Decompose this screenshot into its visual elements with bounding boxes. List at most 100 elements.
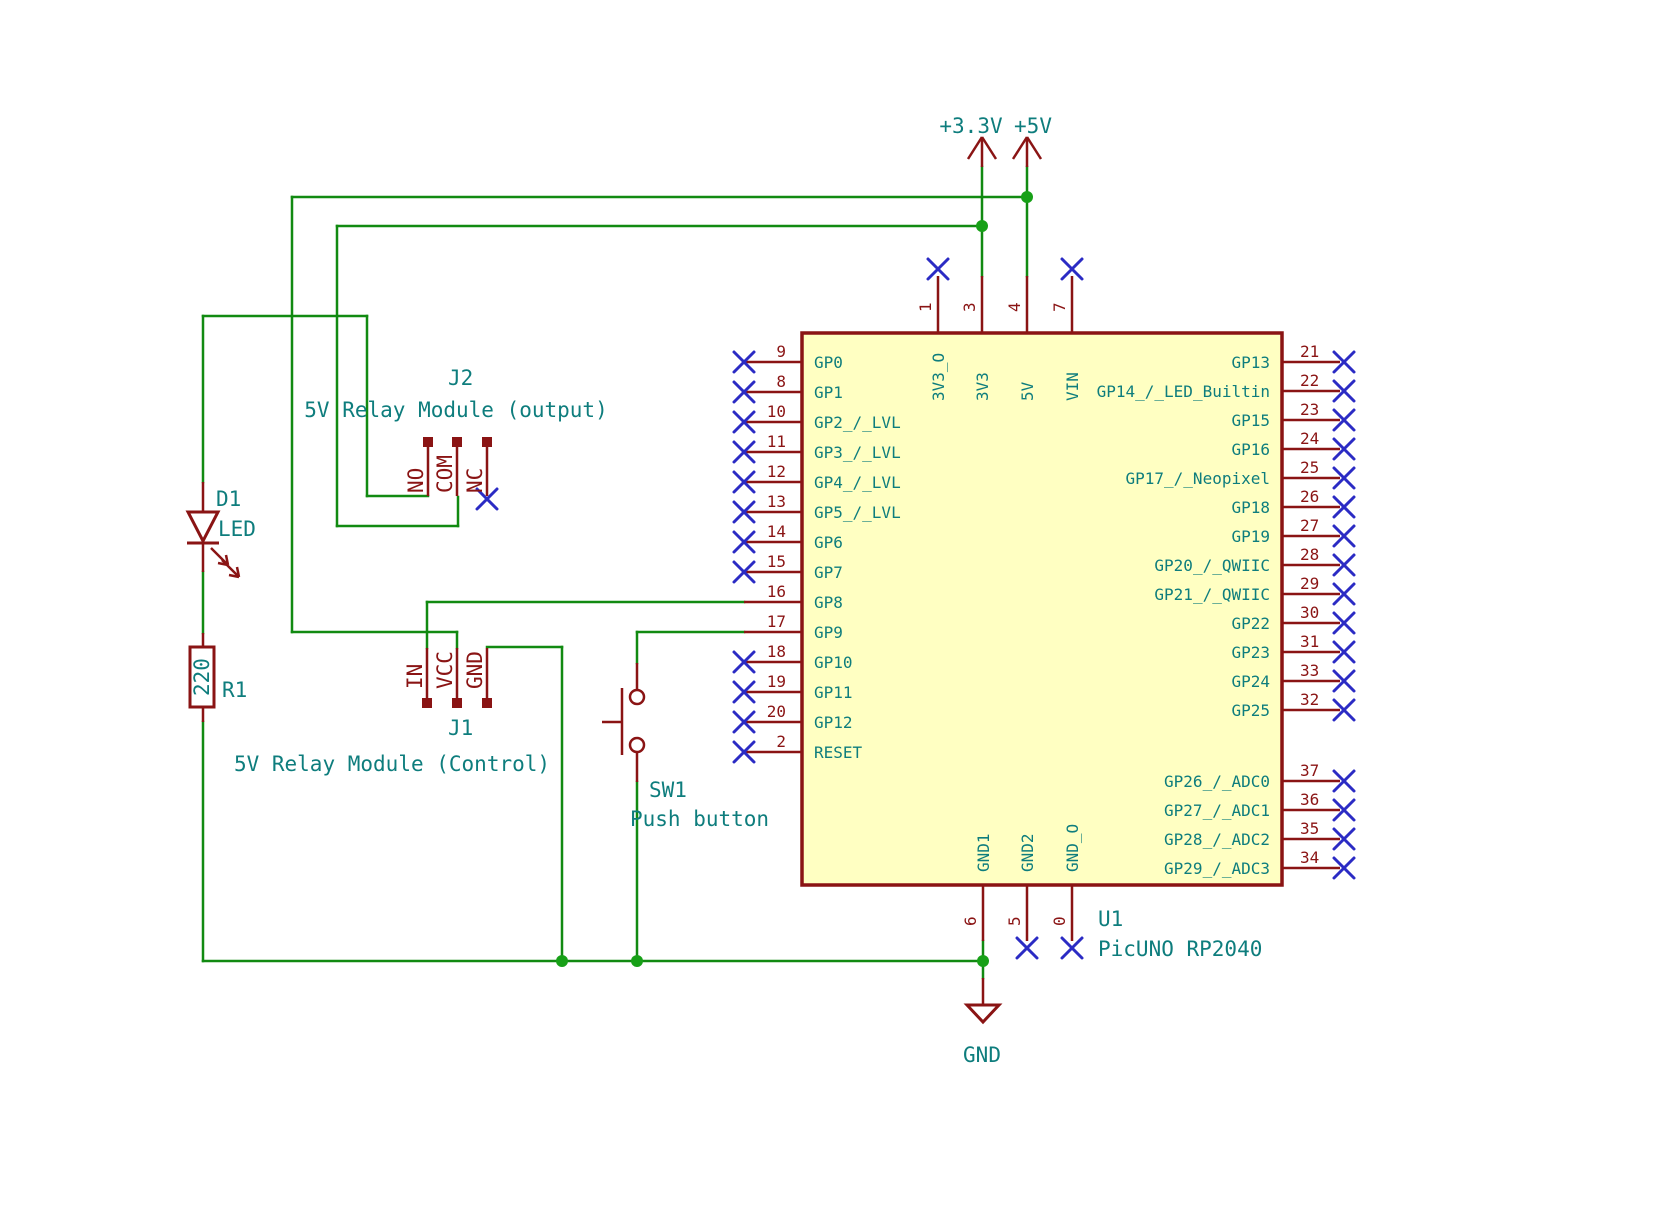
- resistor-r1[interactable]: 220 R1: [188, 633, 247, 722]
- no-connect-stroke: [732, 680, 756, 704]
- pin-number-18: 18: [767, 642, 786, 661]
- no-connect-icon: [732, 350, 756, 374]
- no-connect-stroke: [926, 257, 950, 281]
- no-connect-stroke: [1332, 466, 1356, 490]
- pin-number-16: 16: [767, 582, 786, 601]
- pin-name-GP16: GP16: [1231, 440, 1270, 459]
- pin-number-30: 30: [1300, 603, 1319, 622]
- pin-name-GP17_/_Neopixel: GP17_/_Neopixel: [1126, 469, 1271, 488]
- pin-number-3: 3: [960, 302, 979, 312]
- pin-name-GP1: GP1: [814, 383, 843, 402]
- pin-name-GP7: GP7: [814, 563, 843, 582]
- no-connect-icon: [1332, 408, 1356, 432]
- pin-number-35: 35: [1300, 819, 1319, 838]
- pin-number-21: 21: [1300, 342, 1319, 361]
- no-connect-icon: [1332, 640, 1356, 664]
- pin-name-GP9: GP9: [814, 623, 843, 642]
- pin-number-22: 22: [1300, 371, 1319, 390]
- pin-number-12: 12: [767, 462, 786, 481]
- no-connect-stroke: [1332, 437, 1356, 461]
- pin-name-GP24: GP24: [1231, 672, 1270, 691]
- switch-value: Push button: [630, 807, 769, 831]
- pin-number-5: 5: [1005, 916, 1024, 926]
- no-connect-stroke: [1332, 553, 1356, 577]
- pin-number-10: 10: [767, 402, 786, 421]
- junction-dot: [976, 220, 988, 232]
- pin-number-29: 29: [1300, 574, 1319, 593]
- connector-pin-label-NO: NO: [404, 468, 428, 493]
- pin-number-37: 37: [1300, 761, 1319, 780]
- no-connect-icon: [1060, 257, 1084, 281]
- no-connect-stroke: [1332, 856, 1356, 880]
- pin-name-GP21_/_QWIIC: GP21_/_QWIIC: [1154, 585, 1270, 604]
- no-connect-stroke: [732, 470, 756, 494]
- push-button-sw1[interactable]: SW1 Push button: [602, 663, 769, 831]
- pin-number-24: 24: [1300, 429, 1319, 448]
- no-connect-icon: [1332, 379, 1356, 403]
- no-connect-icon: [1015, 936, 1039, 960]
- no-connect-stroke: [1332, 669, 1356, 693]
- power-arrow-left: [966, 136, 984, 160]
- ic-right-pins: 21GP1322GP14_/_LED_Builtin23GP1524GP1625…: [1097, 342, 1356, 880]
- power-label-5v: +5V: [1014, 114, 1052, 138]
- no-connect-icon: [475, 487, 499, 511]
- no-connect-icon: [732, 650, 756, 674]
- pin-number-8: 8: [776, 372, 786, 391]
- power-symbol-5v[interactable]: +5V: [1011, 114, 1052, 167]
- no-connect-icon: [1332, 466, 1356, 490]
- pin-name-GP6: GP6: [814, 533, 843, 552]
- connector-ref: J1: [448, 716, 473, 740]
- no-connect-icon: [732, 440, 756, 464]
- no-connect-icon: [732, 410, 756, 434]
- pin-name-GP11: GP11: [814, 683, 853, 702]
- no-connect-icon: [1332, 798, 1356, 822]
- no-connect-stroke: [1332, 640, 1356, 664]
- ic-ref: U1: [1098, 907, 1123, 931]
- no-connect-stroke: [732, 500, 756, 524]
- led-emission-arrows-icon: [210, 547, 241, 579]
- power-arrow-right: [1025, 136, 1043, 160]
- pin-number-14: 14: [767, 522, 786, 541]
- pin-number-23: 23: [1300, 400, 1319, 419]
- pin-name-GP26_/_ADC0: GP26_/_ADC0: [1164, 772, 1270, 791]
- connector-pad-NC: [482, 437, 492, 447]
- pin-name-GP4_/_LVL: GP4_/_LVL: [814, 473, 901, 492]
- power-symbol-3v3[interactable]: +3.3V: [939, 114, 1003, 167]
- no-connect-stroke: [1332, 611, 1356, 635]
- pin-name-GP12: GP12: [814, 713, 853, 732]
- no-connect-stroke: [1332, 798, 1356, 822]
- pin-name-GP15: GP15: [1231, 411, 1270, 430]
- pin-number-31: 31: [1300, 632, 1319, 651]
- ground-label: GND: [963, 1043, 1001, 1067]
- no-connect-icon: [1332, 856, 1356, 880]
- no-connect-icon: [1332, 553, 1356, 577]
- connector-value: 5V Relay Module (output): [304, 398, 607, 422]
- no-connect-icon: [732, 500, 756, 524]
- no-connect-stroke: [1060, 936, 1084, 960]
- ic-u1[interactable]: U1 PicUNO RP2040 9GP08GP110GP2_/_LVL11GP…: [732, 257, 1356, 961]
- pin-number-11: 11: [767, 432, 786, 451]
- connector-pin-label-NC: NC: [463, 468, 487, 493]
- pin-name-GP10: GP10: [814, 653, 853, 672]
- pin-name-GP25: GP25: [1231, 701, 1270, 720]
- led-d1[interactable]: D1 LED: [185, 482, 256, 579]
- no-connect-stroke: [732, 350, 756, 374]
- no-connect-stroke: [1332, 408, 1356, 432]
- pin-number-17: 17: [767, 612, 786, 631]
- no-connect-icon: [732, 680, 756, 704]
- resistor-value: 220: [190, 658, 214, 696]
- power-arrow-right: [980, 136, 998, 160]
- pin-number-15: 15: [767, 552, 786, 571]
- ground-symbol[interactable]: GND: [963, 978, 1003, 1067]
- ground-triangle-icon: [963, 1003, 1003, 1025]
- connector-pin-label-COM: COM: [433, 455, 457, 493]
- no-connect-icon: [1060, 936, 1084, 960]
- pin-number-6: 6: [961, 916, 980, 926]
- pin-number-20: 20: [767, 702, 786, 721]
- connector-pin-label-GND: GND: [463, 651, 487, 689]
- no-connect-icon: [1332, 698, 1356, 722]
